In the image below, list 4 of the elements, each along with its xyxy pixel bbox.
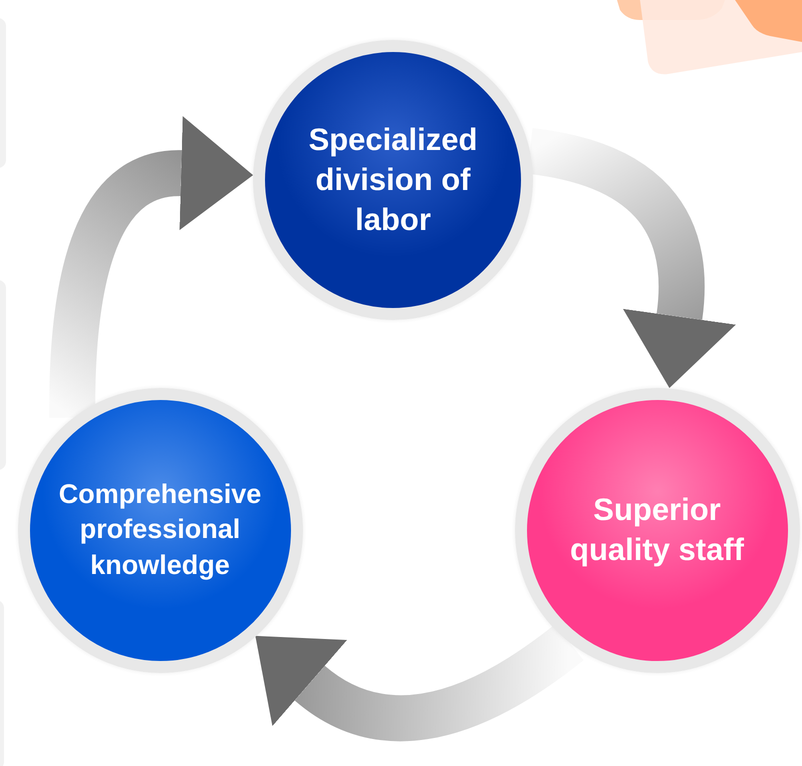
node-label: Superior quality staff [569,490,745,569]
node-label: Specialized division of labor [308,120,478,240]
curved-arrow [49,116,253,418]
node-label: Comprehensive professional knowledge [58,478,262,582]
